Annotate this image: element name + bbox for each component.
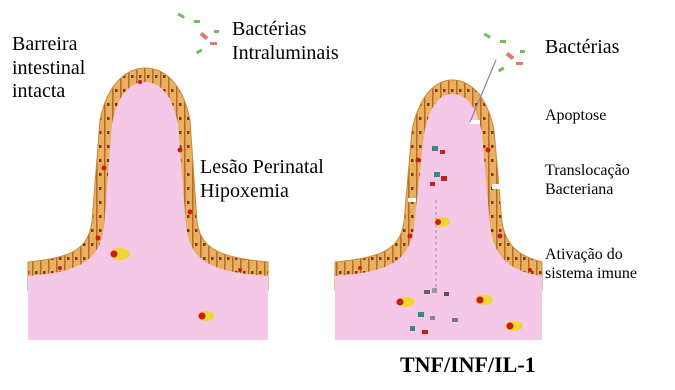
label-bacterial-translocation-line-1: Translocação (545, 162, 630, 181)
label-intraluminal-bacteria-line-2: Intraluminais (232, 42, 339, 66)
tissue-right (335, 94, 542, 340)
villus-left (28, 68, 268, 340)
label-perinatal-injury-line-2: Hipoxemia (200, 180, 324, 204)
label-intact-barrier: Barreira intestinal intacta (12, 33, 85, 104)
tissue-left (28, 82, 268, 340)
label-perinatal-injury-line-1: Lesão Perinatal (200, 156, 324, 180)
label-immune-activation-line-2: sistema imune (545, 265, 637, 284)
label-intraluminal-bacteria-line-1: Bactérias (232, 18, 339, 42)
immune-cell-left-2 (198, 311, 214, 321)
label-immune-activation-line-1: Ativação do (545, 246, 637, 265)
bacteria-icon-left (177, 13, 219, 55)
label-intact-barrier-line-2: intestinal (12, 57, 85, 81)
label-cytokines: TNF/INF/IL-1 (400, 352, 536, 378)
label-immune-activation: Ativação do sistema imune (545, 246, 637, 284)
bacteria-icon-right (483, 33, 525, 73)
label-bacterial-translocation: Translocação Bacteriana (545, 162, 630, 200)
immune-cell-left-1 (110, 248, 130, 260)
immune-cell-right-3 (475, 295, 493, 305)
label-perinatal-injury: Lesão Perinatal Hipoxemia (200, 156, 324, 203)
immune-cell-right-4 (505, 321, 523, 331)
villus-right (335, 80, 542, 340)
label-bacterial-translocation-line-2: Bacteriana (545, 181, 630, 200)
label-apoptosis: Apoptose (545, 107, 606, 126)
label-bacteria: Bactérias (545, 36, 619, 60)
label-intraluminal-bacteria: Bactérias Intraluminais (232, 18, 339, 65)
label-intact-barrier-line-1: Barreira (12, 33, 85, 57)
label-intact-barrier-line-3: intacta (12, 80, 85, 104)
